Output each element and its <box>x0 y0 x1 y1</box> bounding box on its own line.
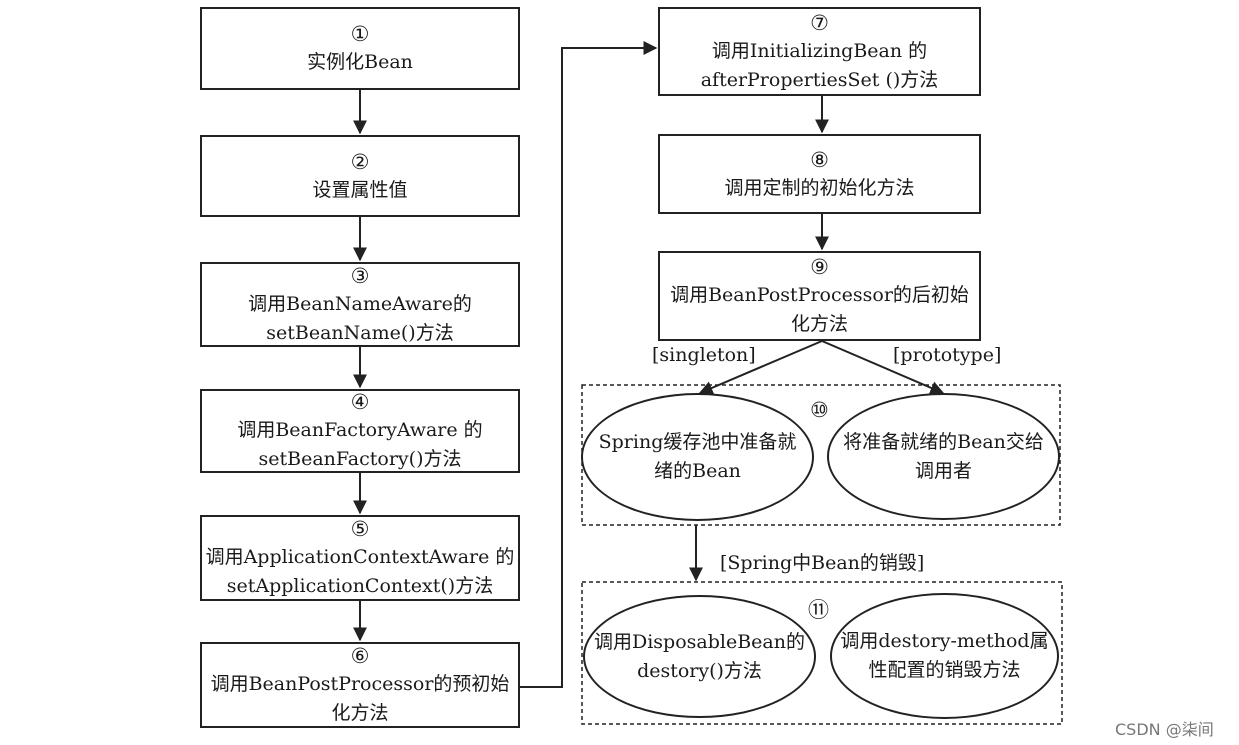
step-4-box: ④ 调用BeanFactoryAware 的 setBeanFactory()方… <box>200 389 520 473</box>
step-9-box: ⑨ 调用BeanPostProcessor的后初始 化方法 <box>658 251 981 341</box>
step-number: ⑦ <box>810 10 829 35</box>
step-text: 调用ApplicationContextAware 的 setApplicati… <box>205 546 515 597</box>
step-text: 实例化Bean <box>307 51 413 73</box>
group-10-number: ⑩ <box>810 398 829 422</box>
watermark: CSDN @柒间 <box>1115 720 1214 739</box>
step-6-box: ⑥ 调用BeanPostProcessor的预初始 化方法 <box>200 642 520 728</box>
branch-label-prototype: [prototype] <box>893 344 1002 366</box>
step-number: ⑧ <box>810 147 829 172</box>
step-8-box: ⑧ 调用定制的初始化方法 <box>658 134 981 214</box>
step-number: ⑨ <box>810 255 829 279</box>
branch-label-singleton: [singleton] <box>652 344 756 366</box>
step-number: ⑥ <box>350 644 370 668</box>
step-text: 调用BeanPostProcessor的后初始 化方法 <box>670 284 969 335</box>
group-10-left-ellipse: Spring缓存池中准备就 绪的Bean <box>581 393 814 521</box>
step-2-box: ② 设置属性值 <box>200 135 520 217</box>
group-10-right-ellipse: 将准备就绪的Bean交给 调用者 <box>827 393 1060 520</box>
step-1-box: ① 实例化Bean <box>200 7 520 90</box>
step-number: ④ <box>350 390 370 414</box>
step-text: 调用BeanNameAware的 setBeanName()方法 <box>248 292 472 344</box>
step-text: 调用BeanPostProcessor的预初始 化方法 <box>210 673 510 724</box>
arrow-singleton <box>698 340 823 395</box>
step-number: ⑤ <box>350 517 370 541</box>
arrow-prototype <box>821 340 945 395</box>
ellipse-text: 调用DisposableBean的 destory()方法 <box>594 630 805 682</box>
step-7-box: ⑦ 调用InitializingBean 的 afterPropertiesSe… <box>658 7 981 96</box>
group-11-left-ellipse: 调用DisposableBean的 destory()方法 <box>583 595 816 718</box>
destroy-label: [Spring中Bean的销毁] <box>720 552 925 574</box>
group-11-border <box>581 581 1063 725</box>
ellipse-text: Spring缓存池中准备就 绪的Bean <box>598 431 797 482</box>
arrow-6-7 <box>519 41 658 688</box>
step-number: ③ <box>350 263 370 288</box>
step-text: 调用InitializingBean 的 afterPropertiesSet … <box>700 39 939 91</box>
step-text: 设置属性值 <box>312 178 408 201</box>
step-text: 调用定制的初始化方法 <box>724 176 915 199</box>
group-11-number: ⑪ <box>808 598 829 622</box>
step-number: ① <box>350 22 370 46</box>
step-3-box: ③ 调用BeanNameAware的 setBeanName()方法 <box>200 262 520 347</box>
ellipse-text: 调用destory-method属 性配置的销毁方法 <box>840 630 1049 681</box>
step-number: ② <box>350 149 370 174</box>
ellipse-text: 将准备就绪的Bean交给 调用者 <box>843 430 1044 482</box>
group-11-right-ellipse: 调用destory-method属 性配置的销毁方法 <box>830 593 1059 719</box>
step-5-box: ⑤ 调用ApplicationContextAware 的 setApplica… <box>200 515 520 601</box>
step-text: 调用BeanFactoryAware 的 setBeanFactory()方法 <box>237 419 483 470</box>
